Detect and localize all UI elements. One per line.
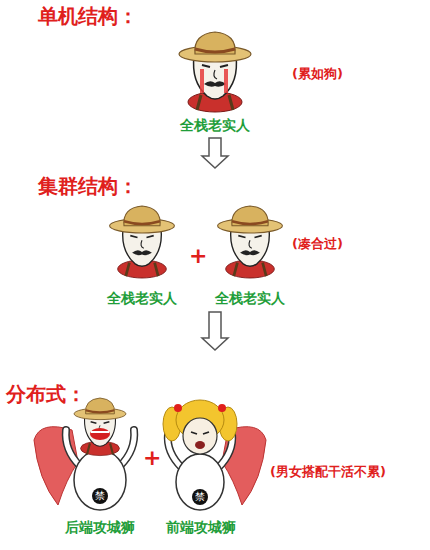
role-label: 后端攻城狮	[52, 518, 148, 536]
arm	[120, 430, 134, 466]
role-label: 全栈老实人	[170, 116, 260, 134]
annotation-note: (男女搭配干活不累)	[270, 464, 386, 480]
hollow-arrow	[202, 138, 228, 168]
tear	[200, 69, 204, 93]
annotation-note: (累如狗)	[292, 66, 343, 82]
plus-sign: +	[189, 244, 207, 268]
worker-head	[74, 398, 126, 456]
role-label: 全栈老实人	[97, 289, 187, 307]
grin	[90, 428, 110, 440]
teeth	[91, 431, 109, 433]
character-node: 全栈老实人	[205, 203, 295, 307]
structure-section: 全栈老实人全栈老实人 集群结构： (凑合过)	[0, 170, 430, 310]
worker-figure	[179, 32, 251, 112]
character-node: 前端攻城狮	[153, 402, 249, 536]
role-label: 全栈老实人	[205, 289, 295, 307]
character-node: 全栈老实人	[97, 203, 187, 307]
arm	[120, 430, 134, 466]
body	[74, 450, 126, 510]
role-label: 前端攻城狮	[153, 518, 249, 536]
hollow-arrow	[202, 312, 228, 350]
censor-mark: 禁	[92, 488, 108, 504]
section-heading: 集群结构：	[38, 174, 138, 198]
eyes	[191, 432, 209, 434]
plus-sign: +	[143, 446, 161, 470]
body	[176, 454, 224, 510]
censor-dot	[92, 488, 108, 504]
bow	[174, 404, 182, 412]
character-node: 后端攻城狮	[52, 402, 148, 536]
tear	[224, 69, 228, 93]
censor-mark: 禁	[192, 489, 208, 505]
mouth	[195, 441, 205, 449]
section-heading: 分布式：	[6, 382, 86, 406]
censor-dot	[192, 489, 208, 505]
structure-section: 后端攻城狮前端攻城狮 分布式： (男女搭配干活不累)	[0, 352, 430, 544]
arm	[66, 430, 80, 466]
worker-figure	[218, 206, 283, 278]
structure-section: 全栈老实人 单机结构： (累如狗)	[0, 0, 430, 136]
section-heading: 单机结构：	[38, 4, 138, 28]
annotation-note: (凑合过)	[292, 236, 343, 252]
worker-figure	[110, 206, 175, 278]
bow	[218, 404, 226, 412]
arm	[66, 430, 80, 466]
face	[183, 418, 217, 454]
cape	[34, 427, 78, 505]
character-node: 全栈老实人	[170, 30, 260, 134]
